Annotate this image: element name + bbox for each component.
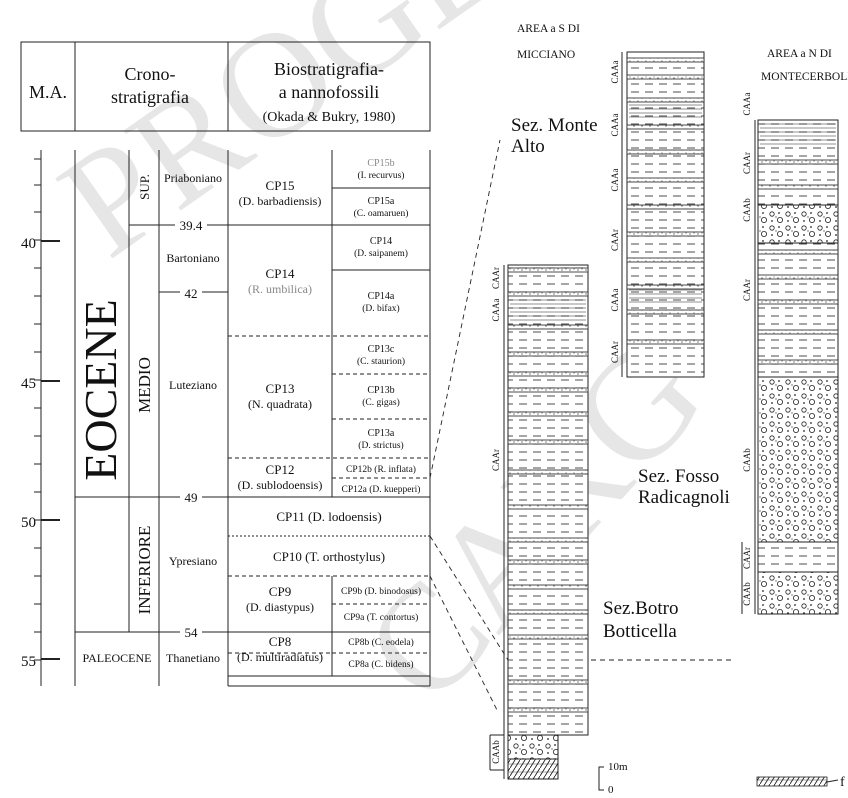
subzone-cp14a: CP14a	[368, 291, 395, 302]
section-botro-1: Sez.Botro	[603, 598, 678, 619]
zone-cp8: CP8	[269, 634, 291, 649]
ma-minor-ticks	[34, 159, 41, 660]
zone-cp8-species: (D. multiradiatus)	[237, 650, 323, 664]
area-n-line2: MONTECERBOLI	[761, 71, 848, 83]
section-monte-alto-1: Sez. Monte	[511, 115, 598, 136]
subzone-cp15b-species: (I. recurvus)	[358, 170, 405, 181]
stage-luteziano: Luteziano	[169, 378, 217, 392]
subzone-cp12b: CP12b (R. inflata)	[346, 464, 416, 475]
epoch-paleocene: PALEOCENE	[83, 651, 152, 665]
zone-cp15-species: (D. barbadiensis)	[239, 194, 322, 208]
series-inferiore: INFERIORE	[135, 526, 154, 615]
subzone-cp15a-species: (C. oamaruen)	[354, 208, 409, 219]
unit-caaa-monte-1: CAAa	[610, 60, 620, 83]
unit-caab-right-2: CAAb	[742, 448, 752, 472]
section-monte-alto-2: Alto	[511, 136, 545, 157]
stage-priaboniano: Priaboniano	[164, 171, 222, 185]
zone-cp12-species: (D. sublodoensis)	[238, 478, 323, 492]
boundary-39-4: 39.4	[180, 218, 203, 233]
unit-caar-right-2: CAAr	[742, 279, 752, 301]
zone-cp10: CP10 (T. orthostylus)	[273, 549, 385, 564]
zone-cp9: CP9	[269, 584, 291, 599]
zone-cp13-species: (N. quadrata)	[248, 397, 312, 411]
series-sup: SUP.	[137, 174, 152, 200]
boundary-42: 42	[185, 286, 198, 301]
scale-10m: 10m	[608, 761, 628, 773]
unit-caab-center: CAAb	[491, 740, 501, 764]
unit-caaa-center: CAAa	[491, 298, 501, 321]
zone-cp11: CP11 (D. lodoensis)	[276, 509, 381, 524]
column-center: CAAr CAAa CAAr CAAb	[490, 265, 588, 779]
series-medio: MEDIO	[135, 357, 154, 413]
ma-label-50: 50	[21, 515, 36, 531]
boundary-49: 49	[185, 490, 198, 505]
subzone-cp14b: CP14	[370, 236, 392, 247]
zone-cp12: CP12	[266, 462, 295, 477]
subzone-cp8b: CP8b (C. eodela)	[348, 637, 414, 648]
area-n-line1: AREA a N DI	[767, 48, 832, 60]
subzone-cp8a: CP8a (C. bidens)	[348, 659, 413, 670]
subzone-cp13a: CP13a	[368, 428, 395, 439]
scale-zero: 0	[608, 784, 614, 796]
zone-cp14-species: (R. umbilica)	[248, 282, 312, 296]
boundary-54: 54	[185, 625, 199, 640]
header-bio-1: Biostratigrafia-	[274, 59, 384, 79]
subzone-cp14a-species: (D. bifax)	[362, 303, 399, 314]
header-bio-2: a nannofossili	[279, 82, 380, 102]
subzone-cp12a: CP12a (D. kuepperi)	[342, 484, 421, 495]
unit-caar-center-2: CAAr	[491, 449, 501, 471]
epoch-eocene: EOCENE	[75, 299, 126, 480]
section-fosso-2: Radicagnoli	[638, 487, 730, 508]
area-s-line1: AREA a S DI	[517, 23, 580, 35]
column-montecerboli: CAAa CAAr CAAb CAAr CAAb CAAr CAAb	[742, 92, 838, 614]
unit-caab-right-1: CAAb	[742, 198, 752, 222]
legend-f: f	[840, 775, 845, 790]
subzone-cp9b: CP9b (D. binodosus)	[341, 586, 421, 597]
stage-ypresiano: Ypresiano	[169, 554, 217, 568]
unit-caaa-monte-3: CAAa	[610, 168, 620, 191]
subzone-cp13a-species: (D. strictus)	[358, 440, 403, 451]
unit-caaa-monte-4: CAAa	[610, 288, 620, 311]
area-s-line2: MICCIANO	[517, 49, 575, 61]
header-crono-1: Crono-	[125, 64, 176, 84]
unit-caaa-right: CAAa	[742, 92, 752, 115]
subzone-cp9a: CP9a (T. contortus)	[344, 612, 419, 623]
unit-caab-right-3: CAAb	[742, 582, 752, 606]
stratigraphic-table: M.A. Crono- stratigrafia Biostratigrafia…	[21, 42, 430, 686]
header-ma: M.A.	[29, 82, 67, 102]
subzone-cp14b-species: (D. saipanem)	[354, 248, 408, 259]
header-crono-2: stratigrafia	[111, 87, 189, 107]
subzone-cp13b: CP13b	[367, 385, 394, 396]
column-monte-alto: CAAa CAAa CAAa CAAr CAAa CAAr	[610, 52, 704, 377]
ma-major-ticks	[41, 241, 60, 659]
stage-thanetiano: Thanetiano	[166, 651, 220, 665]
subzone-cp13c-species: (C. staurion)	[357, 356, 405, 367]
section-fosso-1: Sez. Fosso	[638, 466, 719, 487]
section-botro-2: Botticella	[603, 621, 677, 642]
unit-caaa-monte-2: CAAa	[610, 113, 620, 136]
unit-caar-monte-1: CAAr	[610, 229, 620, 251]
scale-bar: 10m 0	[599, 761, 628, 796]
unit-caar-monte-2: CAAr	[610, 341, 620, 363]
ma-label-40: 40	[21, 236, 36, 252]
unit-caar-right-3: CAAr	[742, 547, 752, 569]
zone-cp9-species: (D. diastypus)	[246, 600, 314, 614]
unit-caar-right-1: CAAr	[742, 152, 752, 174]
subzone-cp13c: CP13c	[368, 344, 395, 355]
stage-bartoniano: Bartoniano	[166, 251, 219, 265]
zone-cp14: CP14	[266, 266, 295, 281]
ma-label-55: 55	[21, 654, 36, 670]
legend-basement: f	[757, 775, 845, 790]
subzone-cp15b: CP15b	[367, 158, 394, 169]
header-bio-ref: (Okada & Bukry, 1980)	[263, 110, 396, 125]
subzone-cp13b-species: (C. gigas)	[362, 397, 399, 408]
zone-cp15: CP15	[266, 178, 295, 193]
unit-caar-center-1: CAAr	[491, 267, 501, 289]
ma-label-45: 45	[21, 376, 36, 392]
subzone-cp15a: CP15a	[368, 196, 395, 207]
zone-cp13: CP13	[266, 381, 295, 396]
